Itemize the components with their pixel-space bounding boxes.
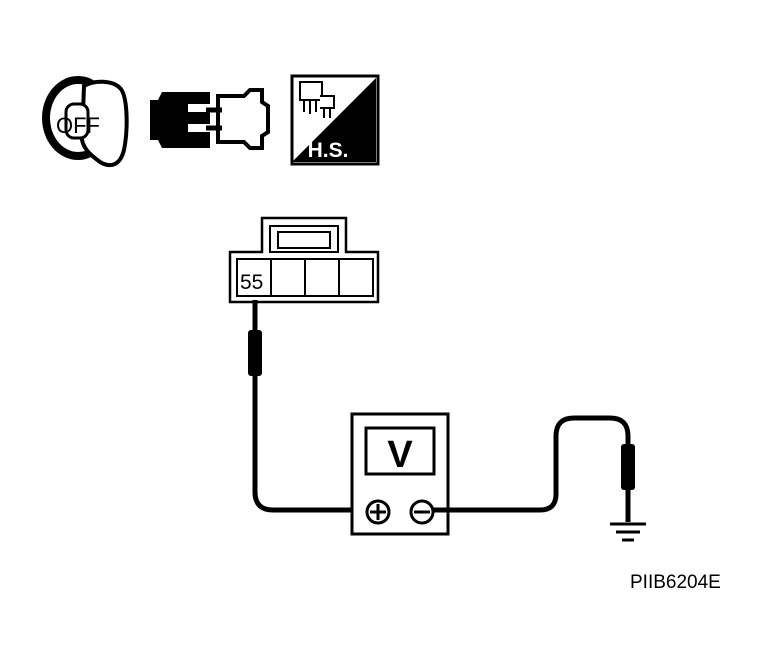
harness-connector: 55	[228, 216, 380, 304]
positive-lead-wire	[252, 300, 368, 513]
harness-side-icon: H.S.	[290, 74, 380, 166]
negative-terminal-icon	[409, 499, 435, 525]
harness-side-label: H.S.	[308, 139, 349, 162]
meter-label: V	[387, 434, 413, 476]
ignition-off-label: OFF	[56, 113, 100, 138]
ignition-key-off-icon: OFF	[42, 76, 129, 168]
positive-terminal-icon	[365, 499, 391, 525]
negative-lead-wire	[433, 415, 631, 522]
voltmeter: V	[350, 412, 450, 536]
negative-probe-icon	[621, 444, 635, 490]
disconnect-connector-icon	[150, 88, 270, 150]
terminal-number: 55	[240, 271, 263, 294]
ground-icon	[610, 522, 646, 542]
figure-code: PIIB6204E	[630, 572, 721, 593]
positive-probe-icon	[248, 330, 262, 376]
